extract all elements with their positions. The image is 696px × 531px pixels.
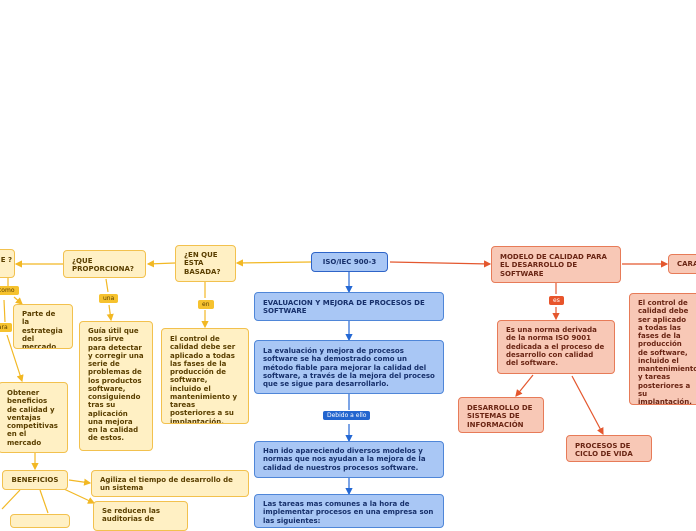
root-node[interactable]: ISO/IEC 900-3 (311, 252, 388, 272)
guia-util-text: Guía útil que nos sirve para detectar y … (88, 327, 144, 443)
beneficios-label: BENEFICIOS (11, 475, 59, 484)
una-connector-label: una (99, 294, 119, 304)
obtener-beneficios-node[interactable]: Obtener beneficios de calidad y ventajas… (0, 382, 68, 453)
left-edge-node[interactable]: E ? (0, 249, 15, 278)
es-connector-label: es (549, 296, 564, 306)
link-root-to-modelo (389, 260, 492, 268)
link-para-to-obtener (6, 334, 24, 383)
link-una-to-guia (106, 304, 114, 322)
en-que-esta-basada-label: ¿EN QUE ESTA BASADA? (184, 251, 221, 276)
connector-lines (1, 259, 669, 514)
norma-derivada-text: Es una norma derivada de la norma ISO 90… (506, 326, 605, 367)
modelo-calidad-label: MODELO DE CALIDAD PARA EL DESARROLLO DE … (500, 253, 607, 278)
control-calidad-text: El control de calidad debe ser aplicado … (170, 335, 238, 424)
mind-map-canvas: ISO/IEC 900-3 ¿EN QUE ESTA BASADA? ¿QUE … (0, 245, 696, 531)
debido-a-ello-connector-label: Debido a ello (323, 411, 371, 421)
modelo-calidad-node[interactable]: MODELO DE CALIDAD PARA EL DESARROLLO DE … (491, 246, 621, 283)
link-norma-to-desarrollo (515, 374, 534, 397)
root-node-label: ISO/IEC 900-3 (322, 257, 377, 266)
se-reducen-text: Se reducen las auditorias de (102, 507, 161, 524)
en-connector-label: en (198, 300, 214, 310)
link-beneficios-to-reducen (63, 488, 96, 504)
link-beneficios-to-agiliza (68, 478, 92, 486)
obtener-beneficios-text: Obtener beneficios de calidad y ventajas… (7, 389, 58, 447)
evaluacion-mejora-node[interactable]: EVALUACION Y MEJORA DE PROCESOS DE SOFTW… (254, 292, 444, 321)
cara-label: CARA (677, 260, 696, 268)
en-que-esta-basada-node[interactable]: ¿EN QUE ESTA BASADA? (175, 245, 236, 282)
evaluacion-mejora-label: EVALUACION Y MEJORA DE PROCESOS DE SOFTW… (263, 299, 425, 316)
cara-node[interactable]: CARA (668, 254, 696, 274)
link-left-to-para (3, 299, 6, 323)
control-calidad-right-text: El control de calidad debe ser aplicado … (638, 299, 696, 405)
procesos-ciclo-label: PROCESOS DE CICLO DE VIDA (575, 442, 633, 459)
las-tareas-text: Las tareas mas comunes a la hora de impl… (263, 500, 434, 525)
desarrollo-sistemas-label: DESARROLLO DE SISTEMAS DE INFORMACIÓN (467, 404, 533, 429)
para-connector-label: para (0, 323, 12, 333)
han-ido-text: Han ido apareciendo diversos modelos y n… (263, 447, 426, 472)
parte-estrategia-node[interactable]: Parte de la estrategia del mercado (13, 304, 73, 349)
parte-estrategia-text: Parte de la estrategia del mercado (22, 310, 63, 349)
link-que-prop-to-una (105, 278, 109, 293)
se-reducen-node[interactable]: Se reducen las auditorias de (93, 501, 188, 531)
beneficios-node[interactable]: BENEFICIOS (2, 470, 68, 490)
control-calidad-node[interactable]: El control de calidad debe ser aplicado … (161, 328, 249, 424)
como-connector-label: como (0, 286, 19, 296)
agiliza-node[interactable]: Agiliza el tiempo de desarrollo de un si… (91, 470, 249, 497)
que-proporciona-label: ¿QUE PROPORCIONA? (72, 257, 134, 274)
norma-derivada-node[interactable]: Es una norma derivada de la norma ISO 90… (497, 320, 615, 374)
control-calidad-right-node[interactable]: El control de calidad debe ser aplicado … (629, 293, 696, 405)
la-evaluacion-text: La evaluación y mejora de procesos softw… (263, 347, 435, 388)
guia-util-node[interactable]: Guía útil que nos sirve para detectar y … (79, 321, 153, 451)
link-como-to-parte (13, 296, 23, 305)
la-evaluacion-node[interactable]: La evaluación y mejora de procesos softw… (254, 340, 444, 394)
link-beneficios-down-mid (39, 489, 49, 514)
las-tareas-node[interactable]: Las tareas mas comunes a la hora de impl… (254, 494, 444, 528)
agiliza-text: Agiliza el tiempo de desarrollo de un si… (100, 476, 233, 493)
bottom-partial-node[interactable] (10, 514, 70, 528)
que-proporciona-node[interactable]: ¿QUE PROPORCIONA? (63, 250, 146, 278)
left-edge-label: E ? (0, 256, 12, 264)
link-root-to-en-que (235, 259, 312, 267)
procesos-ciclo-node[interactable]: PROCESOS DE CICLO DE VIDA (566, 435, 652, 462)
link-en-que-to-que-proporciona (146, 260, 176, 268)
han-ido-node[interactable]: Han ido apareciendo diversos modelos y n… (254, 441, 444, 478)
desarrollo-sistemas-node[interactable]: DESARROLLO DE SISTEMAS DE INFORMACIÓN (458, 397, 544, 433)
link-beneficios-down-left (1, 489, 21, 510)
link-norma-to-procesos (571, 375, 604, 436)
